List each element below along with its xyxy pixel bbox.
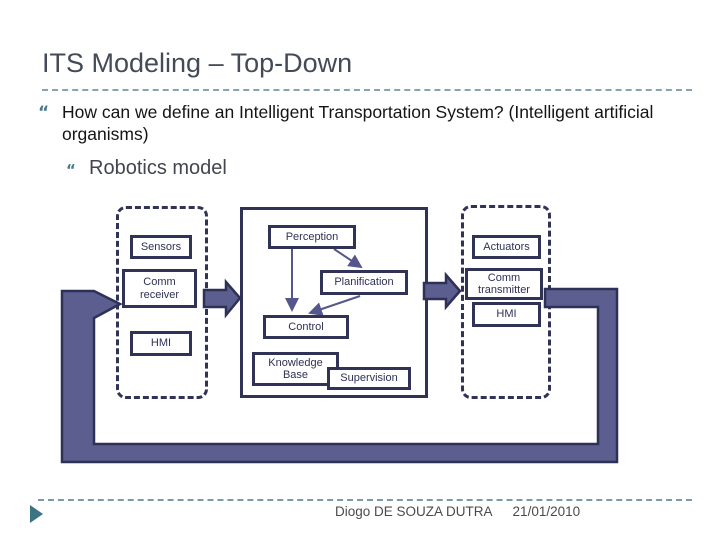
planification-to-control-connector (308, 295, 361, 316)
planification-box: Planification (320, 270, 408, 295)
footer-separator (38, 499, 692, 501)
control-box: Control (263, 315, 349, 339)
actuators-box: Actuators (472, 235, 541, 259)
center-to-right-arrow (422, 271, 462, 311)
perception-to-planification-connector (333, 248, 363, 269)
title-separator (42, 89, 692, 91)
bullet-level1-text: How can we define an Intelligent Transpo… (62, 102, 654, 144)
left-to-center-arrow (202, 278, 242, 319)
comm-transmitter-box: Comm transmitter (465, 268, 543, 300)
hmi-left-box: HMI (130, 331, 192, 356)
sensors-box: Sensors (130, 235, 192, 259)
footer-author: Diogo DE SOUZA DUTRA (335, 504, 493, 519)
knowledge-base-box: Knowledge Base (252, 352, 339, 386)
supervision-box: Supervision (327, 367, 411, 390)
hmi-right-box: HMI (472, 302, 541, 327)
quote-bullet-icon: “ (38, 103, 50, 123)
comm-receiver-box: Comm receiver (122, 269, 197, 308)
feedback-loop-arrow (60, 287, 619, 464)
footer-date: 21/01/2010 (512, 504, 581, 519)
quote-bullet-icon: “ (66, 161, 76, 179)
footer: Diogo DE SOUZA DUTRA 21/01/2010 (335, 504, 580, 519)
page-title: ITS Modeling – Top-Down (42, 48, 353, 78)
robotics-model-label: Robotics model (89, 157, 227, 179)
perception-box: Perception (268, 225, 356, 249)
slide-nav-arrow-icon (30, 505, 43, 523)
